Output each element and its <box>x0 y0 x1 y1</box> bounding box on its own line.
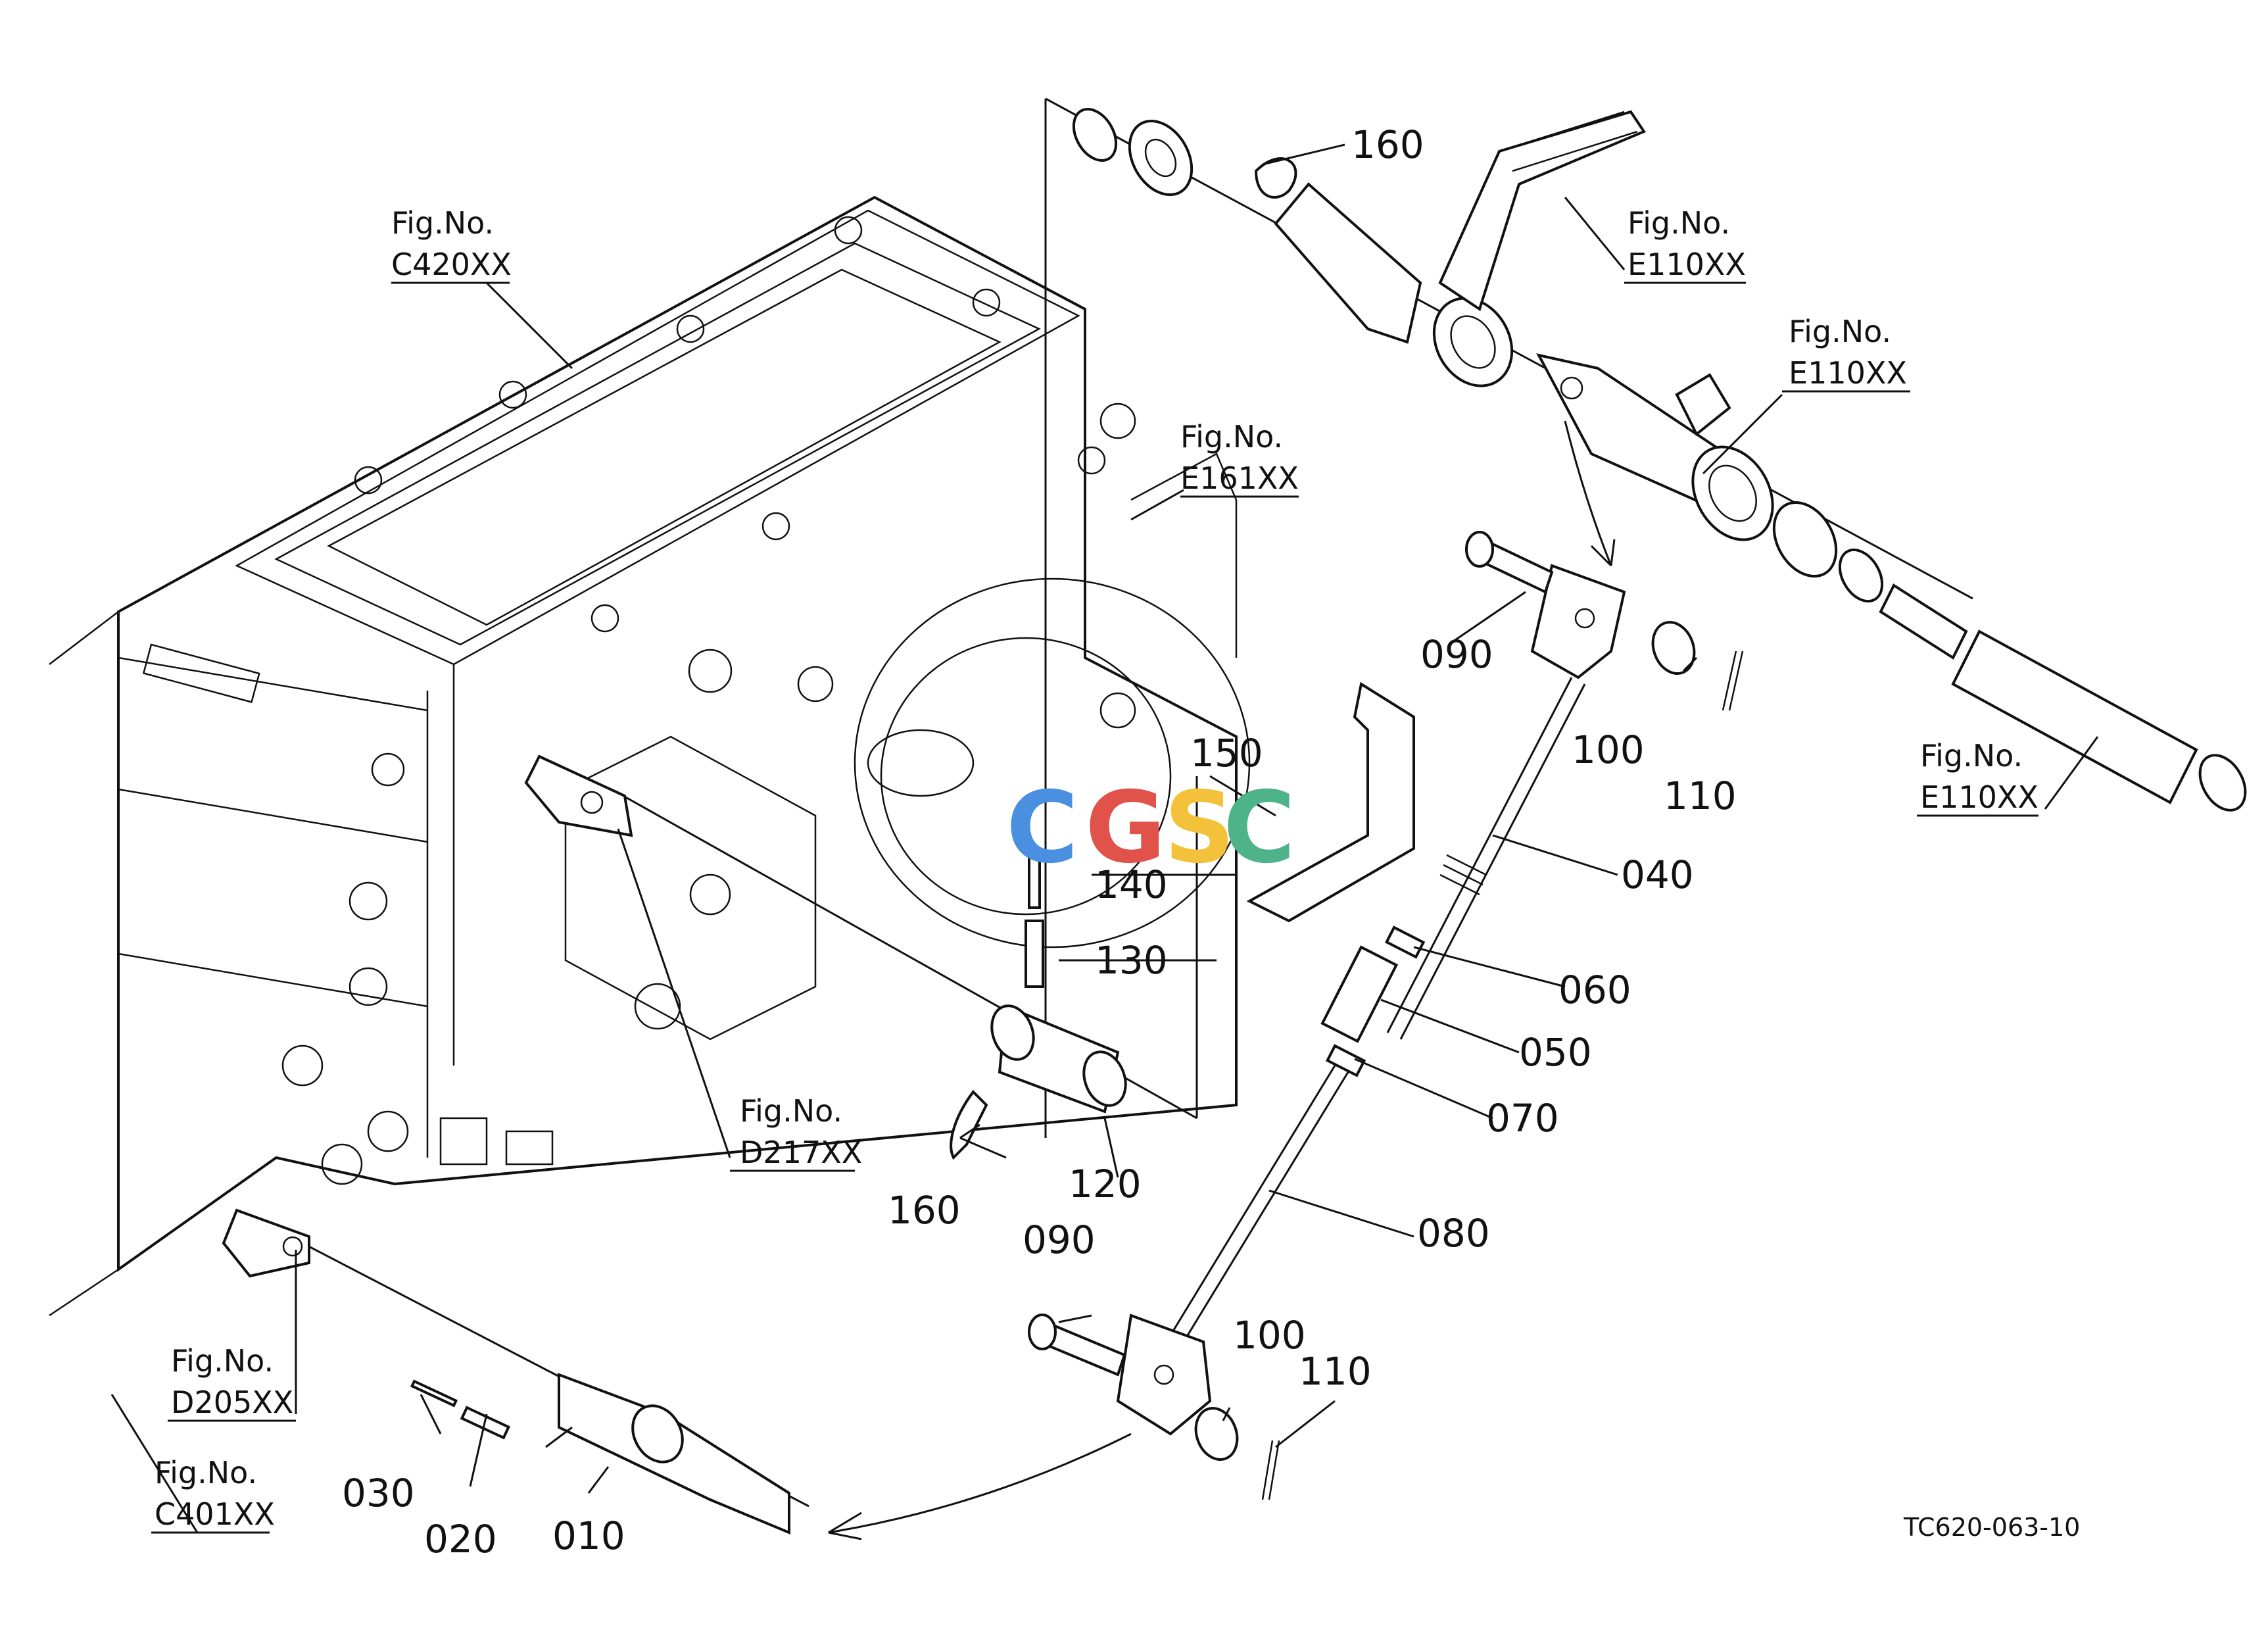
watermark-letter-c2: C <box>1223 771 1295 885</box>
figref-d217-title: Fig.No. <box>740 1093 842 1129</box>
upper-shaft-assembly <box>1045 97 2247 812</box>
figref-c420-title: Fig.No. <box>391 205 494 241</box>
label-080: 080 <box>1417 1211 1490 1256</box>
figref-e161-title: Fig.No. <box>1180 419 1283 455</box>
label-160-bottom: 160 <box>888 1188 961 1233</box>
part-labels: 160 090 100 110 150 140 130 040 060 050 … <box>342 122 1737 1561</box>
watermark-letter-s: S <box>1164 771 1235 885</box>
figref-e110-a: Fig.No. E110XX <box>1624 205 1746 284</box>
label-140: 140 <box>1095 862 1168 907</box>
transmission-housing <box>49 195 1251 1317</box>
figref-e161-code: E161XX <box>1180 460 1299 496</box>
figref-e161: Fig.No. E161XX <box>1180 419 1299 498</box>
label-060: 060 <box>1558 968 1631 1012</box>
leader-lines <box>110 143 2099 1533</box>
figref-c401-code: C401XX <box>155 1496 275 1532</box>
label-110-bottom: 110 <box>1299 1349 1372 1394</box>
figref-c420: Fig.No. C420XX <box>391 205 512 284</box>
figref-d205: Fig.No. D205XX <box>168 1343 296 1422</box>
figref-d205-title: Fig.No. <box>171 1343 274 1379</box>
label-090-bottom: 090 <box>1023 1217 1096 1262</box>
label-110-top: 110 <box>1664 774 1737 818</box>
label-090-top: 090 <box>1420 632 1493 677</box>
figure-code: TC620-063-10 <box>1903 1513 2080 1542</box>
label-030: 030 <box>342 1471 415 1515</box>
figref-e110c-title: Fig.No. <box>1920 738 2023 774</box>
figref-e110b-title: Fig.No. <box>1789 314 1891 349</box>
rod-assembly <box>828 531 1744 1540</box>
figref-d205-code: D205XX <box>171 1385 293 1420</box>
lower-lever-assembly <box>222 99 1415 1535</box>
figref-e110-c: Fig.No. E110XX <box>1917 738 2039 817</box>
label-020: 020 <box>424 1517 497 1561</box>
label-160-top: 160 <box>1351 122 1424 167</box>
figref-e110a-title: Fig.No. <box>1628 205 1730 241</box>
figref-e110-b: Fig.No. E110XX <box>1782 314 1910 393</box>
label-100-bottom: 100 <box>1233 1313 1306 1358</box>
label-050: 050 <box>1519 1030 1592 1075</box>
figref-c401: Fig.No. C401XX <box>151 1455 275 1534</box>
figref-e110c-code: E110XX <box>1920 779 2039 815</box>
label-070: 070 <box>1486 1096 1559 1141</box>
figref-e110b-code: E110XX <box>1789 355 1907 391</box>
label-150: 150 <box>1190 731 1263 775</box>
figref-d217: Fig.No. D217XX <box>730 1093 862 1172</box>
label-130: 130 <box>1095 938 1168 983</box>
figref-e110a-code: E110XX <box>1628 247 1746 282</box>
figref-d217-code: D217XX <box>740 1135 862 1170</box>
figref-c420-code: C420XX <box>391 247 512 282</box>
label-100-top: 100 <box>1572 727 1645 772</box>
label-040: 040 <box>1621 852 1694 897</box>
watermark-letter-g: G <box>1085 771 1166 885</box>
figure-references: Fig.No. C420XX Fig.No. E161XX Fig.No. D2… <box>151 205 2039 1534</box>
label-120: 120 <box>1069 1162 1142 1206</box>
figref-c401-title: Fig.No. <box>155 1455 257 1490</box>
label-010: 010 <box>552 1513 625 1558</box>
watermark-logo: C G S C <box>1006 771 1295 885</box>
watermark-letter-c1: C <box>1006 771 1078 885</box>
